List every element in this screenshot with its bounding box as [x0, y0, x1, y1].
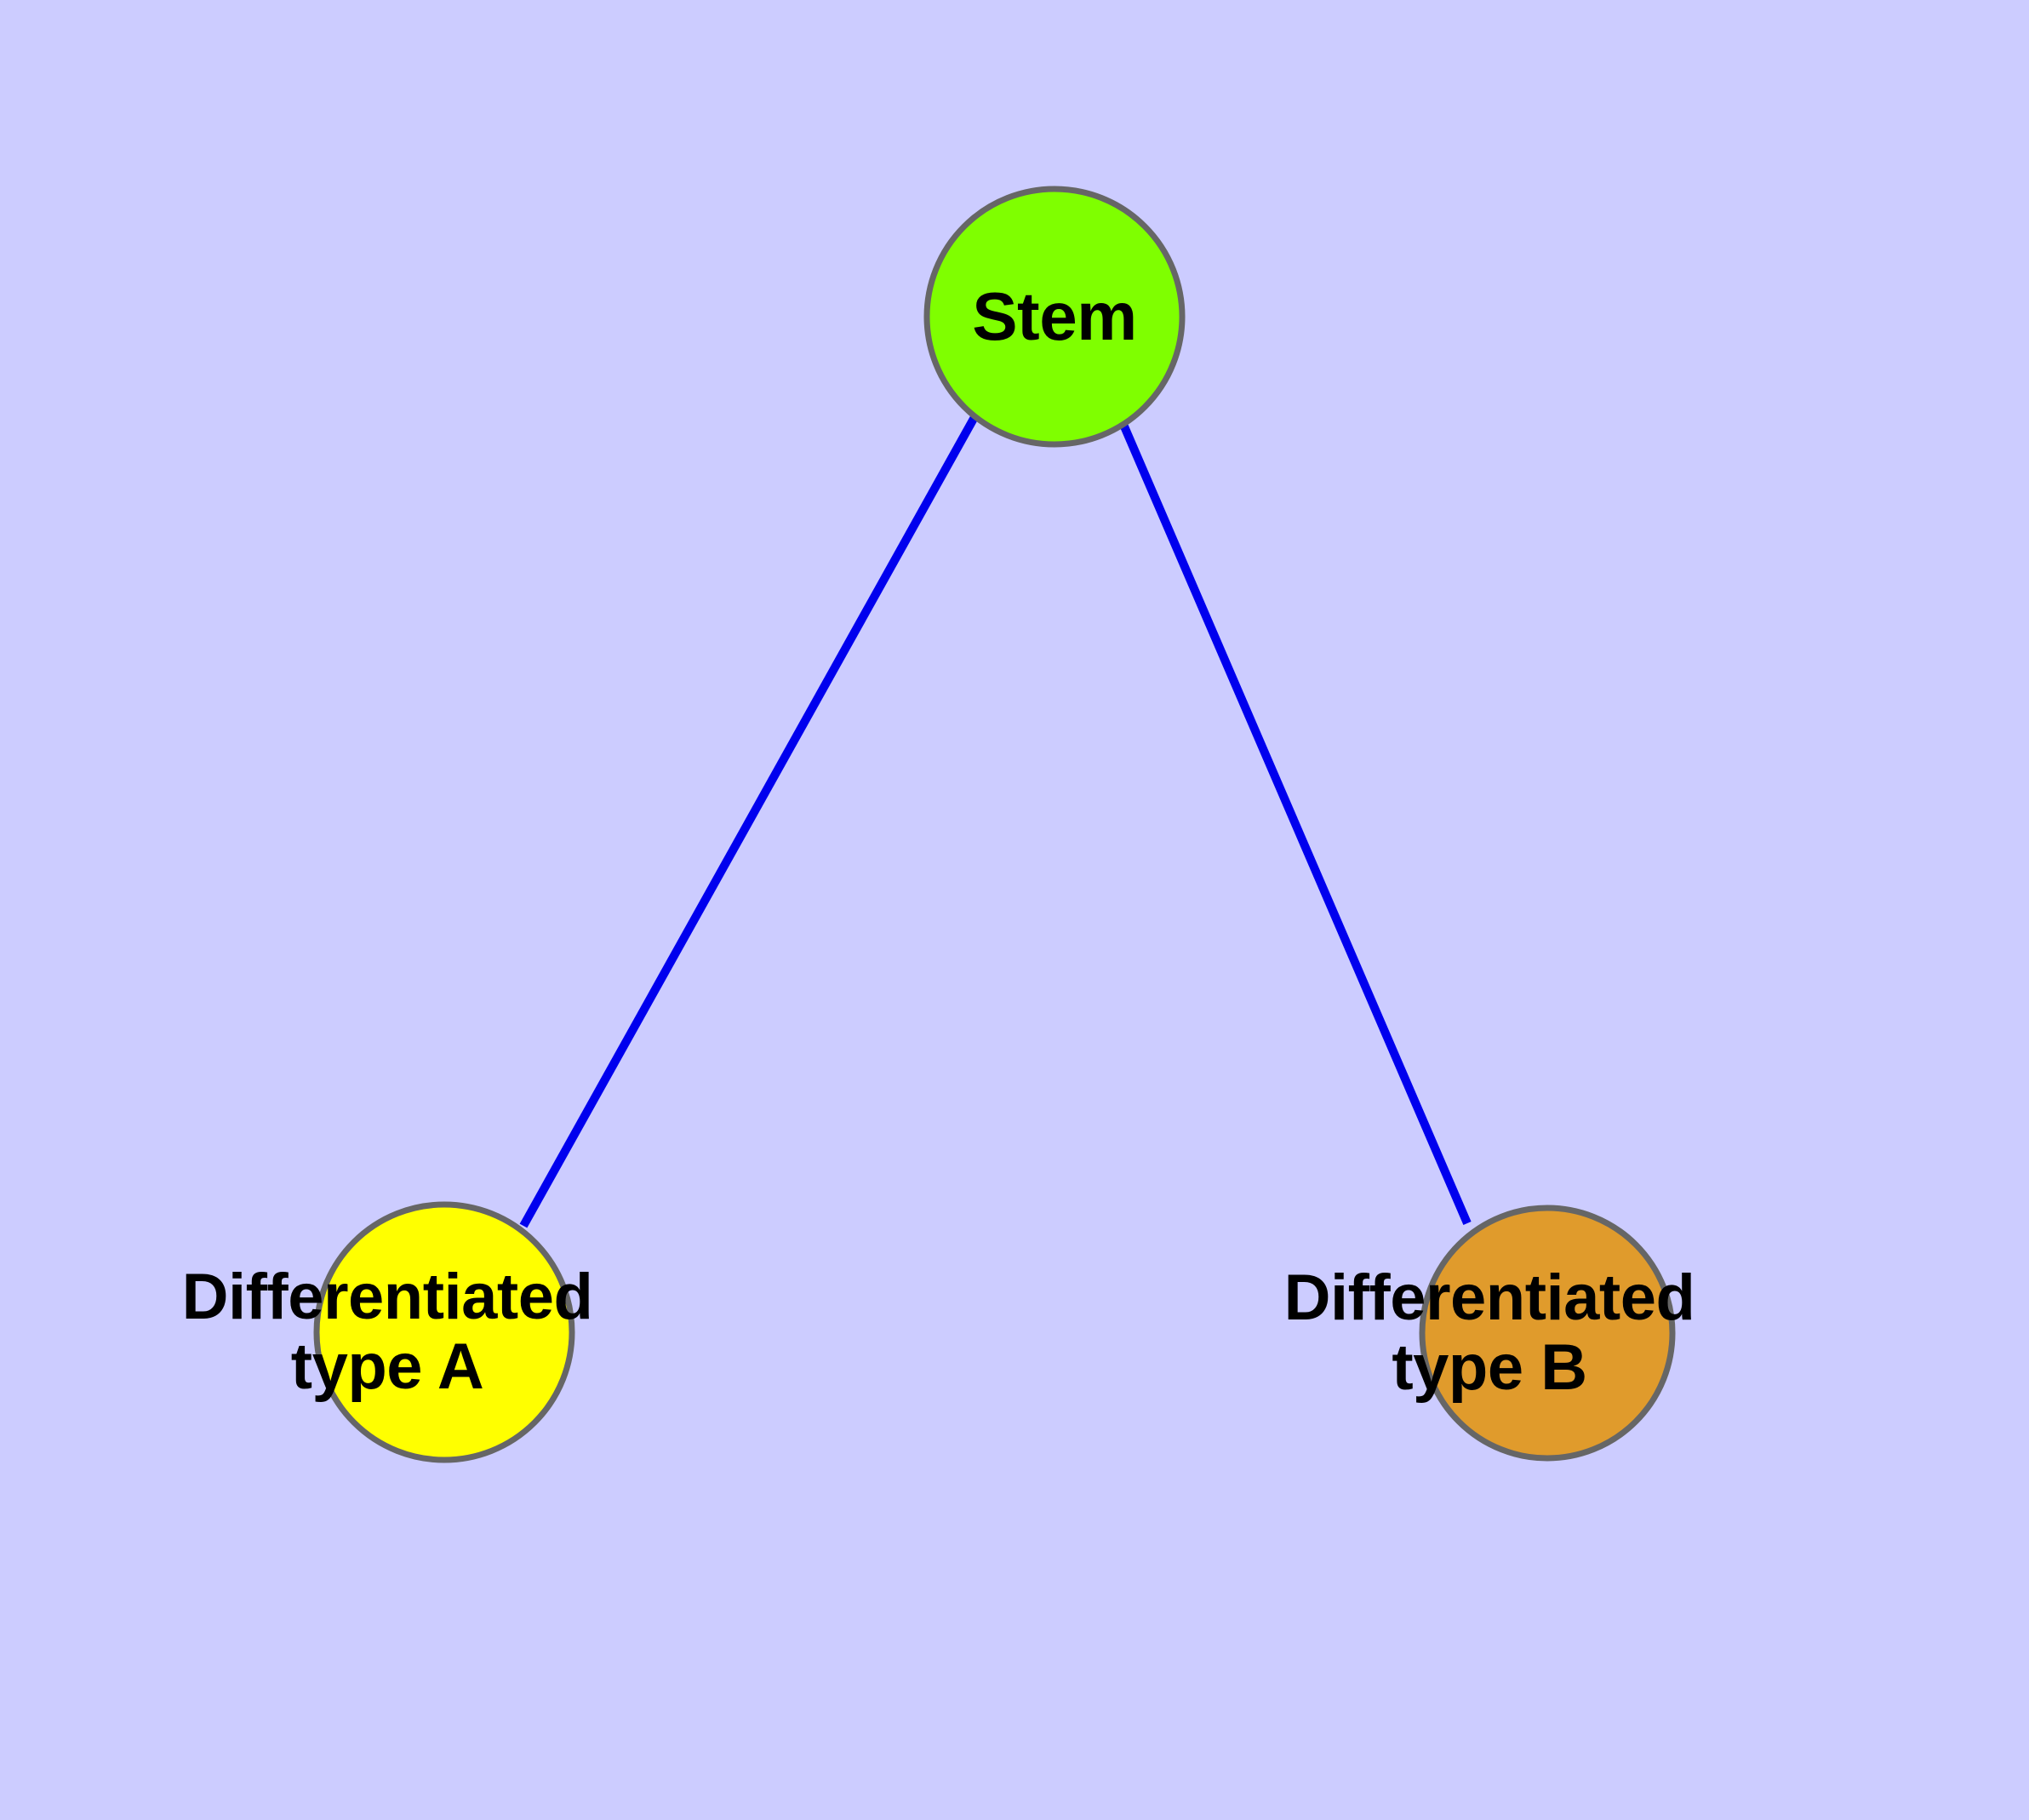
edge-stem-to-type-a[interactable]: [519, 415, 979, 1228]
node-layer: [313, 186, 1676, 1463]
node-circle-stem[interactable]: [923, 186, 1186, 448]
edge-layer: [519, 415, 1472, 1228]
node-circle-type-b[interactable]: [1419, 1205, 1676, 1462]
edge-stem-to-type-b[interactable]: [1117, 419, 1472, 1225]
node-circle-type-a[interactable]: [313, 1201, 575, 1463]
